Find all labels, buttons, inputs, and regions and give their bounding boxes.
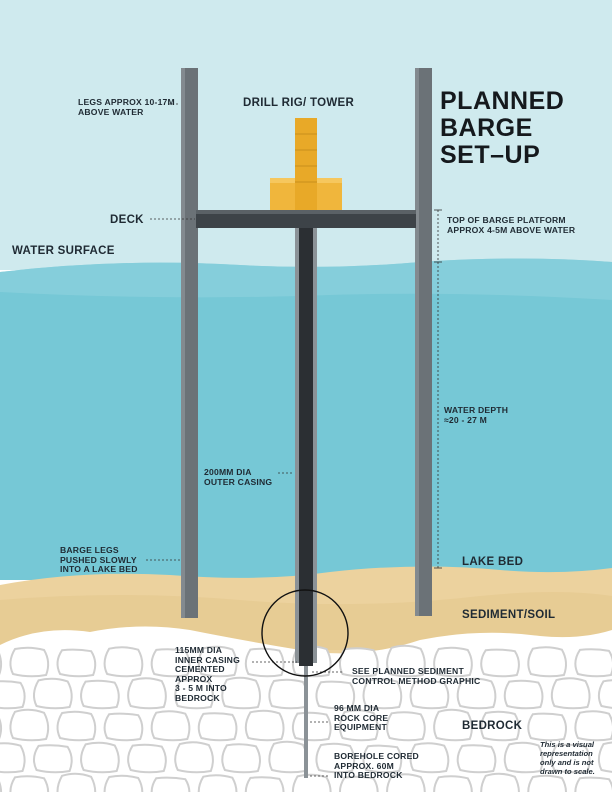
bedrock-stone xyxy=(550,743,591,774)
bedrock-stone xyxy=(503,741,544,774)
bedrock-stone xyxy=(550,677,591,710)
bedrock-stone xyxy=(33,677,73,710)
bedrock-stone xyxy=(480,772,520,792)
bedrock-stone xyxy=(103,712,144,742)
bedrock-stone xyxy=(386,773,426,792)
label-drill-rig: DRILL RIG/ TOWER xyxy=(243,97,355,109)
bedrock-stone xyxy=(409,680,450,710)
bedrock-stone xyxy=(315,680,356,710)
leader-lines xyxy=(146,103,342,777)
bedrock-stone xyxy=(0,742,26,774)
bedrock-stone xyxy=(456,744,497,774)
bedrock-stone xyxy=(362,744,403,774)
bedrock-stone xyxy=(197,774,238,792)
label-deck: DECK xyxy=(110,214,144,226)
bedrock-stone xyxy=(574,710,612,742)
bedrock-stone xyxy=(433,708,473,742)
bedrock-stone xyxy=(0,680,26,710)
bedrock-stone xyxy=(221,676,261,710)
bedrock-stone xyxy=(80,679,120,710)
bedrock-stone xyxy=(362,678,403,710)
label-outer-casing: 200MM DIA OUTER CASING xyxy=(204,467,273,487)
page-title: PLANNED BARGE SET–UP xyxy=(440,87,565,169)
bedrock-stone xyxy=(56,648,97,678)
rock-core-rod xyxy=(304,666,308,778)
drill-tower xyxy=(295,118,317,210)
bedrock-stone xyxy=(174,741,214,774)
bedrock-stone xyxy=(174,679,214,710)
label-borehole: BOREHOLE CORED APPROX. 60M INTO BEDROCK xyxy=(334,751,419,781)
barge-leg-left xyxy=(181,68,198,618)
bedrock-stone xyxy=(315,742,356,774)
label-rock-core: 96 MM DIA ROCK CORE EQUIPMENT xyxy=(334,703,389,733)
bedrock-stone xyxy=(386,711,426,742)
bedrock-stone xyxy=(9,775,50,792)
bedrock-stone xyxy=(503,679,544,710)
label-legs-above-water: LEGS APPROX 10-17M ABOVE WATER xyxy=(78,97,175,117)
bedrock-stone xyxy=(291,711,332,742)
bedrock-stone xyxy=(80,741,120,774)
bedrock-stone xyxy=(197,712,238,742)
barge-leg-right xyxy=(415,68,432,616)
label-water-surface: WATER SURFACE xyxy=(12,245,115,257)
bedrock-stone xyxy=(456,677,497,710)
bedrock-stone xyxy=(527,774,567,792)
bedrock-stone xyxy=(9,708,50,742)
bedrock-stone xyxy=(56,772,97,792)
bedrock-stone xyxy=(574,776,612,792)
bedrock-stone xyxy=(268,678,309,710)
label-barge-legs: BARGE LEGS PUSHED SLOWLY INTO A LAKE BED xyxy=(60,545,138,575)
bedrock-stone xyxy=(0,781,3,792)
bedrock-stone xyxy=(597,679,612,709)
bedrock-stone xyxy=(0,653,3,676)
label-sediment-soil: SEDIMENT/SOIL xyxy=(462,609,556,621)
bedrock-stone xyxy=(339,775,379,792)
label-water-depth: WATER DEPTH ≈20 - 27 M xyxy=(444,405,509,425)
label-top-of-platform: TOP OF BARGE PLATFORM APPROX 4-5M ABOVE … xyxy=(447,215,576,235)
bedrock-stone xyxy=(150,776,191,792)
bedrock-stone xyxy=(480,648,520,678)
detail-circle xyxy=(261,589,349,677)
label-inner-casing: 115MM DIA INNER CASING CEMENTED APPROX 3… xyxy=(175,645,240,703)
scale-disclaimer-note: This is a visual representation only and… xyxy=(540,740,595,776)
label-bedrock: BEDROCK xyxy=(462,720,523,732)
bedrock-stone xyxy=(103,646,144,678)
bedrock-stone xyxy=(244,776,285,792)
bedrock-stone xyxy=(221,743,261,774)
bedrock-stone xyxy=(409,742,450,774)
deck-platform xyxy=(196,210,416,228)
bedrock-stone xyxy=(150,710,191,742)
bedrock-stone xyxy=(386,644,426,678)
bedrock-stone xyxy=(150,648,191,678)
bedrock-stone xyxy=(244,709,285,742)
label-lake-bed: LAKE BED xyxy=(462,556,524,568)
bedrock-stone xyxy=(339,709,379,742)
bedrock-stone xyxy=(197,645,238,678)
bedrock-stone xyxy=(433,646,473,678)
bedrock-stone xyxy=(244,647,285,678)
bedrock-stone xyxy=(268,740,309,774)
label-sediment-control: SEE PLANNED SEDIMENT CONTROL METHOD GRAP… xyxy=(352,666,481,686)
bedrock-stone xyxy=(56,710,97,742)
bedrock-stone xyxy=(0,718,3,740)
bedrock-stone xyxy=(527,712,567,742)
inner-casing xyxy=(299,208,313,666)
bedrock-stone xyxy=(597,741,612,773)
bedrock-stone xyxy=(480,710,520,742)
bedrock-stone xyxy=(574,648,612,678)
bedrock-stone xyxy=(103,774,144,792)
bedrock-stone xyxy=(433,775,473,792)
bedrock-stone xyxy=(291,773,332,792)
bedrock-stone xyxy=(527,646,567,678)
bedrock-stone xyxy=(33,744,73,774)
bedrock-stone xyxy=(127,677,167,710)
bedrock-stone xyxy=(9,646,50,678)
bedrock-stone xyxy=(339,647,379,678)
bedrock-stone xyxy=(127,743,167,774)
